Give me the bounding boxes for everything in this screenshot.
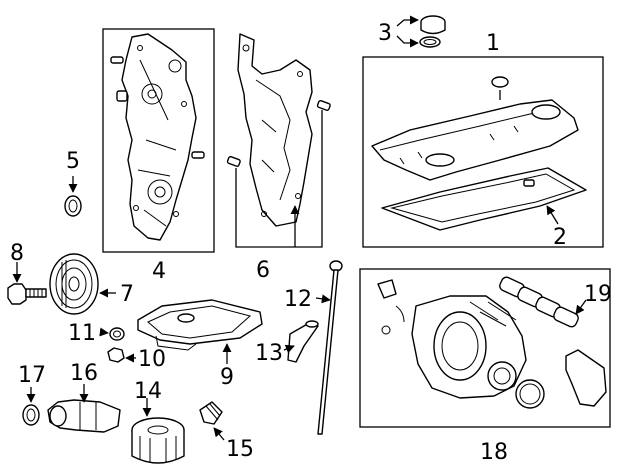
callout-5: 5 — [66, 149, 80, 174]
intake-manifold — [377, 279, 607, 409]
callout-2: 2 — [553, 225, 567, 250]
valve-cover — [371, 76, 579, 181]
callout-19: 19 — [584, 282, 612, 307]
callout-16: 16 — [70, 361, 98, 386]
crank-seal — [64, 176, 82, 217]
dowel-pin — [110, 56, 205, 159]
drain-plug — [107, 347, 136, 363]
callout-8: 8 — [10, 241, 24, 266]
dipstick-tube — [283, 320, 319, 363]
callout-6-bracket — [235, 110, 323, 248]
drain-plug-gasket — [99, 327, 125, 341]
callout-1: 1 — [486, 31, 500, 56]
crank-bolt — [7, 262, 47, 305]
callout-12: 12 — [284, 287, 312, 312]
callout-labels: 1 2 3 4 5 6 7 8 9 10 11 12 13 14 15 16 1… — [10, 21, 612, 465]
oil-dipstick — [315, 260, 343, 435]
callout-11: 11 — [68, 321, 96, 346]
o-ring — [22, 387, 40, 426]
oil-pan — [137, 299, 263, 364]
crankshaft-pulley — [49, 253, 116, 315]
callout-6: 6 — [256, 258, 270, 283]
valve-cover-box — [362, 56, 604, 248]
intake-manifold-box — [359, 268, 611, 428]
oil-pressure-switch — [199, 401, 225, 441]
callout-3: 3 — [378, 21, 392, 46]
callout-14: 14 — [134, 379, 162, 404]
callout-9: 9 — [220, 365, 234, 390]
timing-cover-plate — [226, 33, 331, 227]
callout-10: 10 — [138, 347, 166, 372]
callout-17: 17 — [18, 363, 46, 388]
callout-15: 15 — [226, 437, 254, 462]
valve-cover-gasket — [381, 167, 587, 231]
timing-cover-box — [102, 28, 215, 253]
oil-filter — [131, 398, 185, 464]
callout-7: 7 — [120, 282, 134, 307]
callout-18: 18 — [480, 440, 508, 465]
callout-13: 13 — [255, 341, 283, 366]
oil-filter-housing — [47, 384, 121, 433]
oil-filler-cap — [396, 15, 446, 48]
timing-chain-cover — [121, 33, 197, 241]
intake-manifold-gasket — [499, 276, 587, 328]
callout-4: 4 — [152, 259, 166, 284]
